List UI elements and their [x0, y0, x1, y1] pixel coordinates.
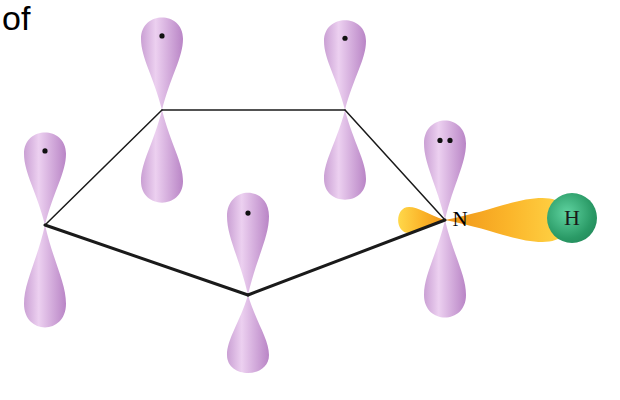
atom-symbol: H	[564, 205, 580, 231]
electron-dot	[437, 138, 442, 143]
p-lobe-bottom	[227, 295, 269, 373]
electron-dot	[342, 36, 347, 41]
electron-dot	[42, 148, 47, 153]
p-orbital	[227, 193, 269, 373]
p-lobe-bottom	[324, 110, 366, 200]
p-lobe-bottom	[24, 225, 66, 327]
p-lobe-top	[324, 20, 366, 110]
heading-fragment: of	[2, 0, 30, 37]
p-lobe-top	[424, 121, 466, 220]
electron-dot	[447, 138, 452, 143]
atom-circle: H	[547, 193, 597, 243]
p-lobe-bottom	[424, 220, 466, 318]
ring-bond	[162, 109, 345, 111]
ring-bond	[248, 220, 445, 295]
ring-bond	[45, 225, 248, 295]
ring-bond	[345, 110, 445, 220]
p-lobe-top	[227, 193, 269, 295]
ring-bond	[45, 110, 162, 225]
electron-dot	[245, 211, 250, 216]
p-lobe-top	[141, 17, 183, 110]
electron-dot	[159, 33, 164, 38]
atom-symbol: N	[452, 208, 467, 231]
